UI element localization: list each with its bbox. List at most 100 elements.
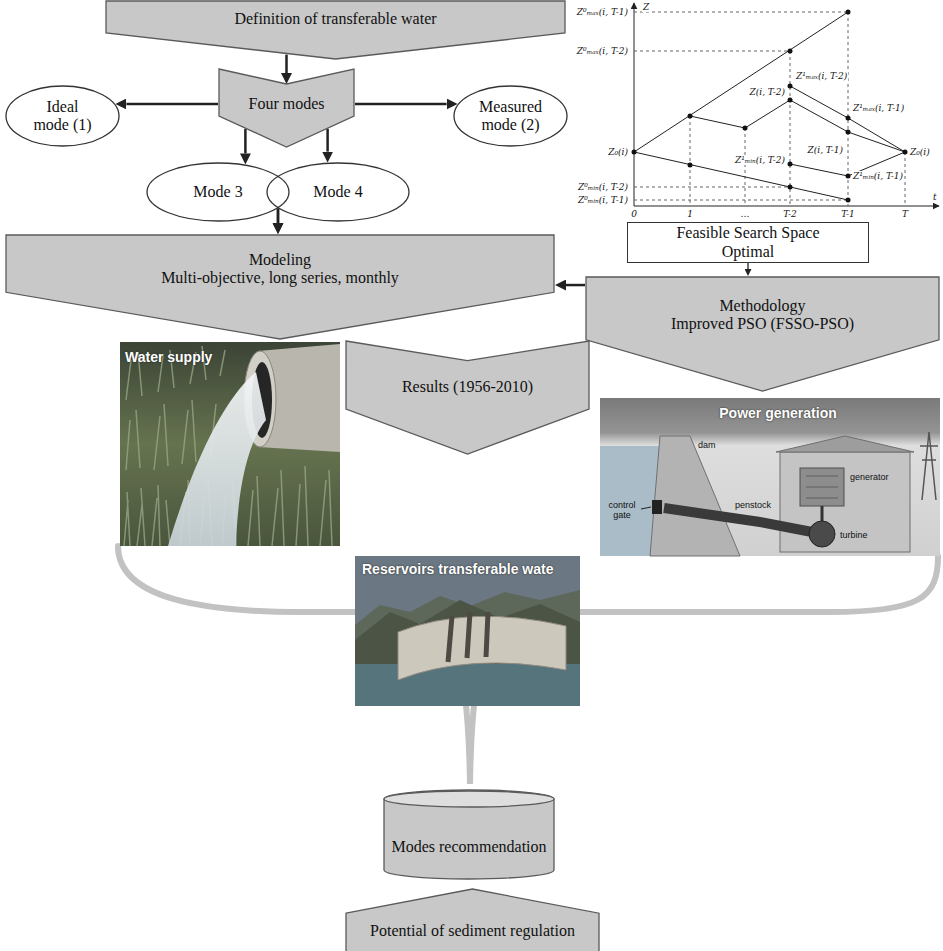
node-outline: [585, 276, 940, 392]
pentagon-shape: [586, 277, 939, 391]
state-dot: [846, 10, 851, 15]
arch-dam: [398, 616, 566, 680]
flow-arrow: [285, 55, 288, 73]
powerhouse-roof: [776, 436, 914, 452]
tick-label: 0: [630, 209, 638, 219]
cylinder-top: [384, 791, 554, 807]
bound-label: Z¹ₘᵢₙ(i, T-2): [734, 155, 786, 165]
state-dot: [846, 130, 851, 135]
chevron-shape: [219, 69, 354, 147]
banner-pentagon: ModelingMulti-objective, long series, mo…: [5, 234, 555, 340]
node-text: Measured mode (2): [476, 98, 546, 135]
power-plant-illustration: [600, 398, 940, 556]
water-supply-photo: [120, 342, 340, 546]
state-label: Z₀(i): [909, 147, 931, 157]
node-text: Results (1956-2010): [402, 378, 533, 396]
node-outline: [345, 340, 590, 455]
chevron-shape: [346, 341, 589, 454]
state-label: Z(i, T-1): [807, 145, 845, 155]
shaft: [821, 506, 824, 521]
part-label: penstock: [735, 501, 771, 511]
state-dot: [632, 150, 637, 155]
part-label: control gate: [604, 501, 640, 521]
part-label: generator: [850, 473, 889, 483]
state-dot: [788, 49, 793, 54]
pentagon-shape: [6, 235, 554, 339]
illustration-ground: [600, 398, 940, 556]
generator-symbol: [800, 468, 844, 506]
turbine-symbol: [809, 521, 835, 547]
state-dot: [788, 98, 793, 103]
state-dot: [788, 162, 793, 167]
house-shape: [346, 889, 599, 951]
node-text: Mode 4: [313, 183, 362, 201]
photo-sky: [355, 556, 580, 706]
axis-label: Z: [642, 2, 650, 12]
mountains: [355, 600, 580, 706]
curly-brace: [118, 546, 938, 784]
mode-ellipse: Measured mode (2): [453, 85, 568, 147]
reservoir-water: [355, 664, 580, 706]
state-dot: [846, 198, 851, 203]
database-cylinder: Modes recommendation: [383, 790, 555, 880]
bound-label: Z⁰ₘᵢₙ(i, T-2): [577, 182, 629, 192]
search-lines: [634, 12, 905, 200]
tick-label: T: [901, 209, 909, 219]
chevron-box: Results (1956-2010): [345, 340, 590, 455]
flow-arrow: [566, 284, 585, 287]
photo-caption: Power generation: [719, 405, 836, 421]
state-dot: [846, 174, 851, 179]
flow-arrow: [126, 103, 218, 106]
node-outline: [345, 888, 600, 951]
guide-lines: [634, 12, 905, 206]
node-text: Potential of sediment regulation: [370, 922, 575, 940]
node-text: Modeling: [249, 251, 311, 269]
node-text: Mode 3: [193, 183, 242, 201]
chevron-box: Four modes: [218, 68, 355, 148]
flow-arrow: [747, 263, 748, 269]
feasible-space-chart: [632, 3, 940, 206]
rect-shape: [628, 223, 869, 263]
bound-label: Z¹ₘₐₓ(i, T-1): [852, 103, 905, 113]
penstock-pipe: [664, 508, 812, 532]
node-outline: [105, 0, 566, 60]
tick-label: 1: [686, 209, 694, 219]
text-box: Feasible Search Space Optimal: [627, 222, 869, 263]
mode-ellipse: Mode 4: [266, 162, 410, 222]
photo-caption: Reservoirs transferable wate: [362, 561, 553, 577]
node-text: Multi-objective, long series, monthly: [161, 269, 399, 287]
state-label: Z₀(i): [607, 147, 629, 157]
mode-ellipse: Mode 3: [146, 162, 290, 222]
bound-label: Z¹ₘᵢₙ(i, T-1): [852, 171, 904, 181]
node-outline: [383, 790, 555, 880]
bound-label: Z⁰ₘₐₓ(i, T-2): [576, 46, 629, 56]
bound-label: Z⁰ₘₐₓ(i, T-1): [576, 7, 629, 17]
node-text: Methodology: [719, 297, 805, 315]
node-text: Feasible Search Space Optimal: [658, 224, 838, 261]
node-outline: [5, 234, 555, 340]
gate-symbol: [652, 500, 662, 514]
bound-label: Z⁰ₘᵢₙ(i, T-1): [577, 195, 629, 205]
pentagon-shape: [106, 1, 565, 59]
flow-arrow: [326, 129, 329, 152]
banner-pentagon: MethodologyImproved PSO (FSSO-PSO): [585, 276, 940, 392]
powerhouse: [780, 452, 910, 552]
tick-label: T-2: [782, 209, 798, 219]
state-dot: [903, 150, 908, 155]
tick-label: …: [740, 209, 751, 219]
node-text: Ideal mode (1): [32, 98, 94, 135]
photo-ground: [120, 342, 340, 546]
pylon: [920, 432, 938, 500]
state-dot: [788, 84, 793, 89]
flow-arrow: [355, 103, 447, 106]
part-label: dam: [698, 441, 716, 451]
ellipse-shape: [454, 86, 567, 146]
tick-label: T-1: [840, 209, 856, 219]
state-dot: [688, 114, 693, 119]
x-axis: [634, 206, 939, 207]
node-text: Definition of transferable water: [234, 10, 436, 28]
ellipse-shape: [267, 163, 409, 221]
mode-ellipse: Ideal mode (1): [5, 85, 120, 147]
state-dot: [743, 126, 748, 131]
water-stream: [168, 372, 266, 546]
